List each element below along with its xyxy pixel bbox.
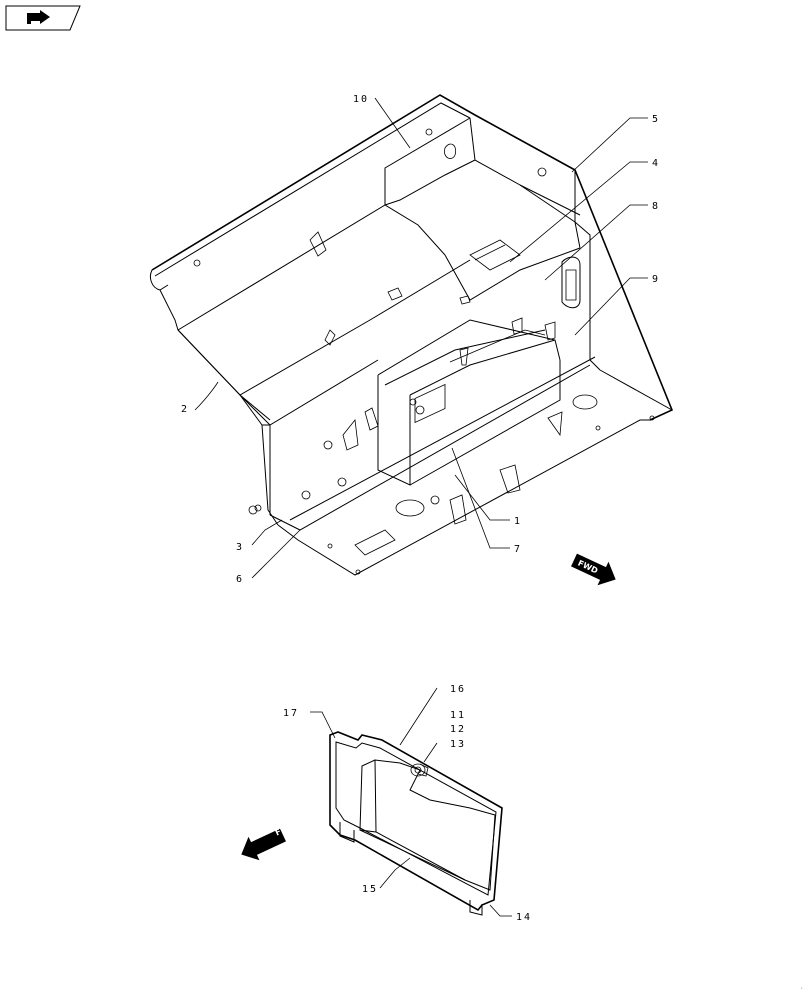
lower-assembly: 16 11 12 13 17 15 14 FWD	[241, 684, 532, 923]
upper-assembly: 10 5 4 8 9 2 1 3 7 6 FWD	[149, 94, 674, 586]
callout-8: 8	[652, 201, 660, 212]
callout-15: 15	[362, 884, 378, 895]
callout-10: 10	[353, 94, 369, 105]
callout-4: 4	[652, 158, 660, 169]
callout-9: 9	[652, 274, 660, 285]
fwd-label: FWD	[274, 820, 297, 837]
callout-5: 5	[652, 114, 660, 125]
callout-14: 14	[516, 912, 532, 923]
callout-17: 17	[283, 708, 299, 719]
callout-12: 12	[450, 724, 466, 735]
return-arrow-icon	[27, 10, 50, 24]
callout-6: 6	[236, 574, 244, 585]
shell-top-edge	[151, 94, 674, 421]
callout-13: 13	[450, 739, 466, 750]
fwd-arrow-icon: FWD	[241, 820, 297, 861]
callout-2: 2	[181, 404, 189, 415]
callout-3: 3	[236, 542, 244, 553]
callout-1: 1	[514, 516, 522, 527]
callout-11: 11	[450, 710, 466, 721]
fwd-arrow-icon: FWD	[571, 553, 616, 586]
callout-7: 7	[514, 544, 522, 555]
callout-16: 16	[450, 684, 466, 695]
corner-mark: `	[800, 986, 804, 996]
nav-button[interactable]	[5, 5, 81, 31]
